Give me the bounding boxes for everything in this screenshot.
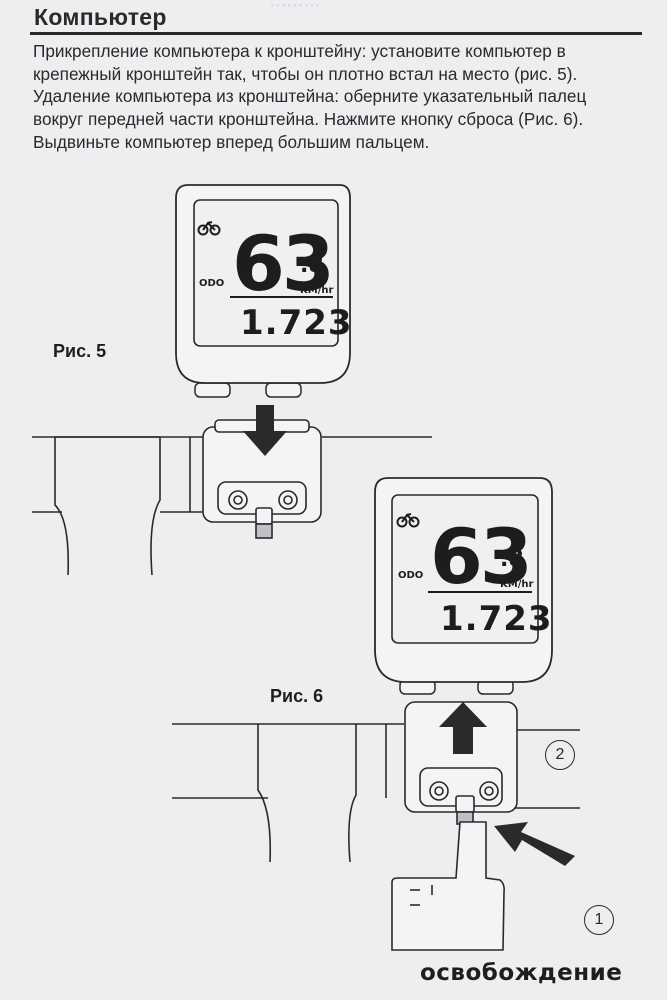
mount-bracket-fig6 xyxy=(404,701,518,825)
speed-unit: KM/hr xyxy=(500,579,533,590)
finger-illustration xyxy=(391,821,505,951)
bike-computer-fig6 xyxy=(374,477,553,695)
instruction-line: Удаление компьютера из кронштейна: оберн… xyxy=(33,86,587,107)
speed-integer: 63 xyxy=(430,512,530,601)
mode-indicator: ODO xyxy=(199,278,224,289)
odometer-value: 1.723 xyxy=(440,599,553,639)
handlebar-fig6 xyxy=(172,723,580,863)
bicycle-icon xyxy=(197,221,221,236)
figure-6-label: Рис. 6 xyxy=(270,686,324,706)
figure-6: 63 ÷ .8 KM/hr ODO 1.723 xyxy=(172,477,580,951)
title-rule xyxy=(30,32,642,35)
instruction-line: крепежный кронштейн так, чтобы он плотно… xyxy=(33,63,578,84)
divide-icon: ÷ xyxy=(502,522,517,543)
instructions-text: Прикрепление компьютера к кронштейну: ус… xyxy=(33,40,643,154)
bike-computer-fig5 xyxy=(175,184,351,398)
speed-unit: KM/hr xyxy=(300,285,333,296)
bicycle-icon xyxy=(396,513,420,528)
lcd-display-fig6: 63 ÷ .8 KM/hr ODO 1.723 xyxy=(396,512,553,639)
mode-indicator: ODO xyxy=(398,570,423,581)
figure-5: 63 ÷ .8 KM/hr ODO 1.723 xyxy=(32,184,432,576)
speed-integer: 63 xyxy=(232,219,332,308)
odometer-value: 1.723 xyxy=(240,303,353,343)
up-arrow-icon xyxy=(439,702,487,754)
instruction-line: Прикрепление компьютера к кронштейну: ус… xyxy=(33,41,566,61)
divide-icon: ÷ xyxy=(301,229,316,250)
handlebar-fig5 xyxy=(32,436,432,576)
step-2-marker: 2 xyxy=(545,740,575,770)
diagonal-arrow-icon xyxy=(494,822,575,866)
instruction-line: Выдвиньте компьютер вперед большим пальц… xyxy=(33,131,430,152)
step-1-marker: 1 xyxy=(584,905,614,935)
instruction-line: вокруг передней части кронштейна. Нажмит… xyxy=(33,109,584,130)
release-caption: освобождение xyxy=(420,960,623,986)
lcd-display-fig5: 63 ÷ .8 KM/hr ODO 1.723 xyxy=(197,219,353,343)
figure-5-label: Рис. 5 xyxy=(53,341,107,361)
speed-decimal: .8 xyxy=(300,253,324,278)
speed-decimal: .8 xyxy=(500,547,524,572)
down-arrow-icon xyxy=(243,405,287,456)
section-title: Компьютер xyxy=(34,4,167,30)
